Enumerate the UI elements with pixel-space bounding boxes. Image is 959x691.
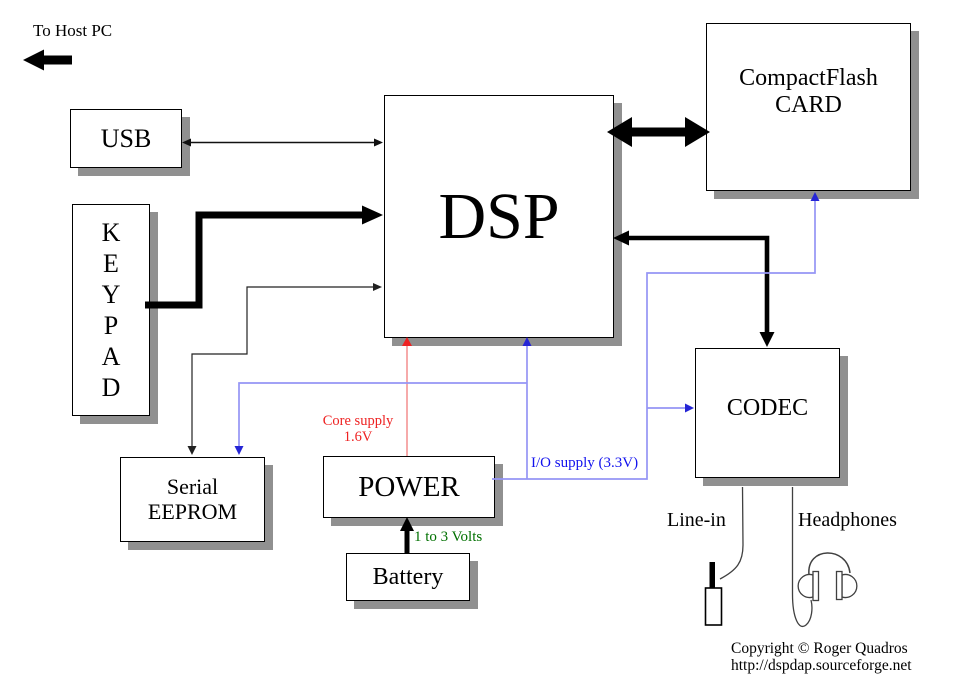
headphones-icon: [797, 552, 858, 602]
node-keypad: K E Y P A D: [72, 204, 150, 416]
edge-usb-dsp: [182, 138, 383, 147]
copyright-notice: Copyright © Roger Quadros http://dspdap.…: [731, 640, 912, 674]
battery-voltage-label: 1 to 3 Volts: [414, 529, 483, 545]
headphones-label: Headphones: [798, 509, 897, 531]
node-compactflash-card: CompactFlash CARD: [706, 23, 911, 191]
to-host-pc-label: To Host PC: [33, 21, 113, 40]
wire-codec-line-in: [719, 486, 744, 580]
edge-dsp-compactflash: [607, 117, 710, 147]
edge-dsp-codec: [613, 230, 775, 347]
host-pc-arrow-icon: [23, 49, 72, 71]
core-supply-label: Core supply 1.6V: [322, 413, 394, 445]
node-codec: CODEC: [695, 348, 840, 478]
node-dsp: DSP: [384, 95, 614, 338]
edge-keypad-dsp: [145, 205, 383, 309]
node-serial-eeprom: Serial EEPROM: [120, 457, 265, 542]
line-in-plug-icon: [704, 562, 723, 626]
edge-battery-power: [400, 517, 414, 553]
node-usb: USB: [70, 109, 182, 168]
io-supply-label: I/O supply (3.3V): [531, 455, 639, 471]
node-power: POWER: [323, 456, 495, 518]
line-in-label: Line-in: [667, 509, 726, 531]
node-battery: Battery: [346, 553, 470, 601]
wire-codec-headphones: [791, 487, 813, 628]
